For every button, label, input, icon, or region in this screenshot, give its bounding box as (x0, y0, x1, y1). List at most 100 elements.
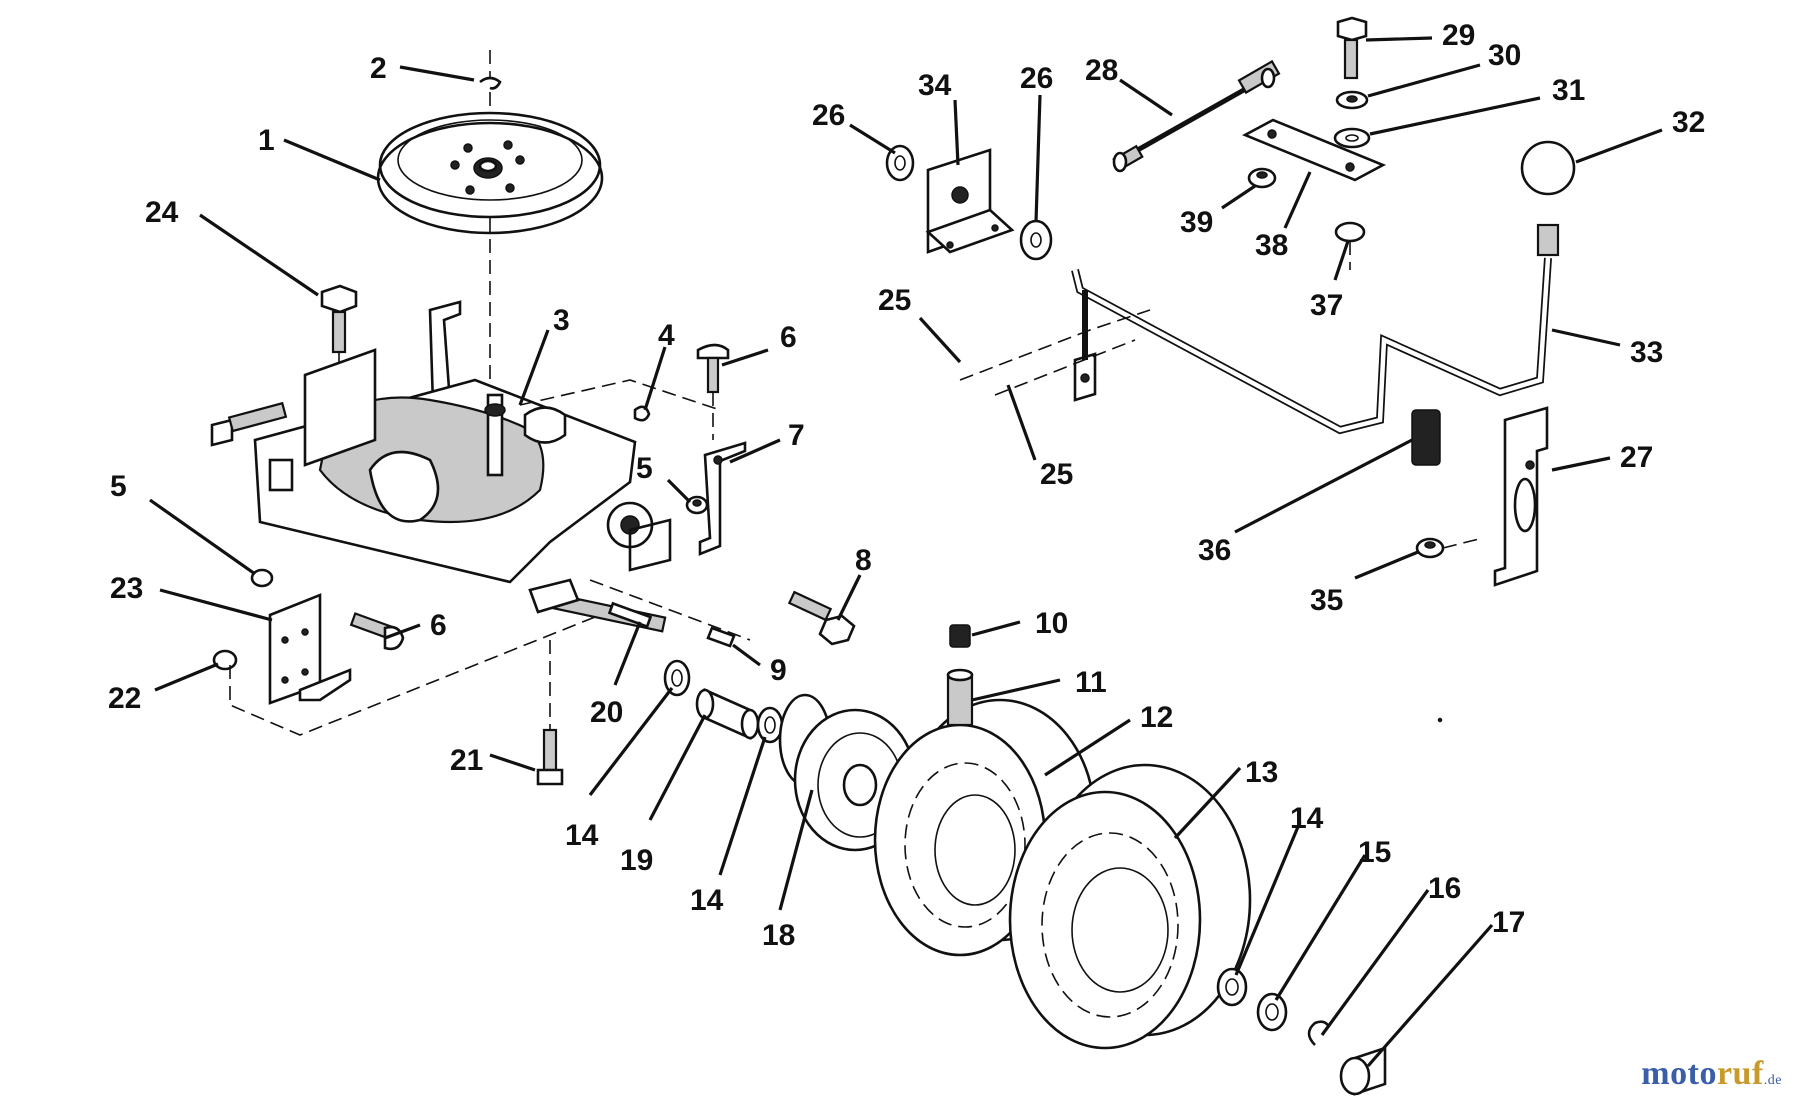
callout-28: 28 (1085, 54, 1118, 87)
leader-6-upper (721, 348, 769, 367)
callout-31: 31 (1552, 74, 1585, 107)
callout-34: 34 (918, 69, 952, 102)
callout-25-a: 25 (878, 284, 911, 317)
callout-8: 8 (855, 544, 872, 577)
clip-16 (1307, 1020, 1331, 1046)
lever-rod-33 (1071, 257, 1552, 435)
lever-stud (1536, 223, 1560, 257)
bolt-8 (787, 590, 856, 646)
bolt-21 (536, 640, 564, 786)
leader-17 (1366, 923, 1494, 1068)
leader-7 (729, 438, 781, 464)
leader-27 (1551, 456, 1611, 472)
leader-38 (1283, 171, 1312, 229)
leader-14-b (718, 736, 767, 876)
callout-5-lower: 5 (110, 470, 127, 503)
valve-stem-11 (946, 624, 974, 727)
callout-16: 16 (1428, 872, 1461, 905)
leader-25-b (1006, 384, 1037, 461)
leader-26-a (849, 123, 896, 155)
mount-bracket-23 (268, 593, 352, 705)
tire-13 (1008, 763, 1252, 1050)
callout-18: 18 (762, 919, 795, 952)
leader-37 (1333, 240, 1350, 281)
bracket-34 (925, 148, 1015, 254)
leader-12 (1044, 718, 1131, 777)
leader-13 (1173, 766, 1242, 840)
leader-25-a (918, 316, 962, 364)
transaxle (210, 300, 672, 633)
spacer-19 (695, 687, 760, 741)
leader-2 (399, 65, 475, 82)
leader-18 (778, 789, 814, 911)
callout-6-lower: 6 (430, 609, 447, 642)
key-4 (633, 405, 651, 422)
watermark-part-2: ruf (1716, 1055, 1764, 1092)
callout-14-a: 14 (565, 819, 599, 852)
washer-14-c (1216, 967, 1248, 1007)
nut-22 (212, 649, 238, 671)
leader-39 (1221, 184, 1256, 210)
watermark-part-3: .de (1763, 1073, 1782, 1088)
callout-12: 12 (1140, 701, 1173, 734)
leader-3 (518, 329, 550, 406)
spring-36 (1411, 409, 1441, 466)
leader-11 (971, 678, 1061, 702)
leader-5-upper (666, 478, 692, 504)
leader-28 (1119, 78, 1173, 117)
bolt-6-lower (349, 612, 405, 651)
plate-38 (1241, 118, 1387, 182)
callout-1: 1 (258, 124, 275, 157)
callout-23: 23 (110, 572, 143, 605)
washer-37 (1334, 221, 1366, 243)
callout-11: 11 (1075, 666, 1107, 699)
callout-27: 27 (1620, 441, 1653, 474)
leader-31 (1369, 96, 1541, 136)
callout-37: 37 (1310, 289, 1343, 322)
callout-4: 4 (658, 319, 675, 352)
leader-lines (149, 36, 1663, 1068)
washer-26-b (1019, 219, 1053, 261)
bolt-29 (1336, 16, 1368, 80)
leader-22 (154, 662, 219, 692)
leader-36 (1234, 438, 1413, 534)
leader-24 (199, 213, 319, 297)
mount-bracket-top (303, 348, 377, 467)
leader-9 (732, 643, 761, 667)
leader-4 (643, 346, 667, 411)
leader-5-lower (149, 498, 256, 576)
bolt-6-upper (696, 343, 730, 440)
callout-25-b: 25 (1040, 458, 1073, 491)
rod-28 (1112, 59, 1281, 173)
leader-20 (613, 621, 642, 686)
callout-7: 7 (788, 419, 805, 452)
washer-26-a (885, 144, 915, 182)
leader-21 (489, 753, 536, 772)
leader-16 (1320, 889, 1430, 1036)
leader-19 (648, 714, 707, 821)
leader-1 (283, 138, 381, 182)
key-20 (607, 601, 653, 629)
callout-17: 17 (1492, 906, 1525, 939)
clip-2 (479, 76, 502, 90)
leader-35 (1354, 550, 1419, 580)
callout-26-a: 26 (812, 99, 845, 132)
callout-5-upper: 5 (636, 452, 653, 485)
callout-33: 33 (1630, 336, 1663, 369)
callout-21: 21 (450, 744, 483, 777)
leader-23 (159, 588, 273, 622)
leader-34 (953, 99, 960, 166)
bolt-24 (320, 284, 358, 420)
callout-24: 24 (145, 196, 179, 229)
callout-32: 32 (1672, 106, 1705, 139)
callout-6-upper: 6 (780, 321, 797, 354)
leader-6-lower (384, 623, 421, 640)
callout-39: 39 (1180, 206, 1213, 239)
callout-14-b: 14 (690, 884, 724, 917)
washer-15 (1256, 992, 1288, 1032)
callout-10: 10 (1035, 607, 1068, 640)
leader-8 (836, 574, 862, 621)
callout-26-b: 26 (1020, 62, 1053, 95)
watermark-part-1: moto (1641, 1055, 1717, 1092)
callout-29: 29 (1442, 19, 1475, 52)
